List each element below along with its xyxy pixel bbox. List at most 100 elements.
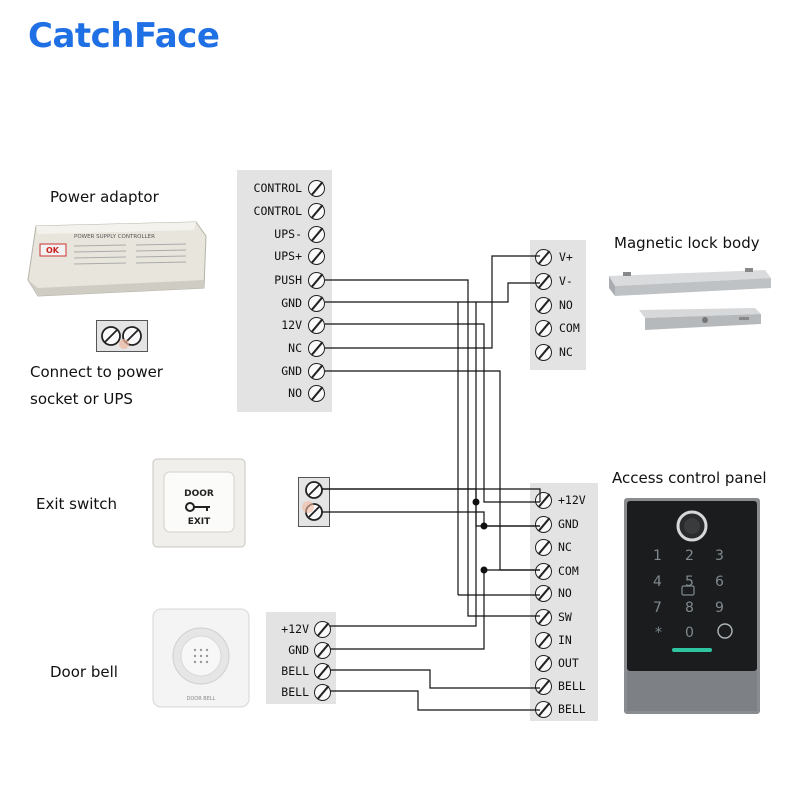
wire-nc-vplus [325, 255, 540, 349]
screw-icon [308, 179, 325, 197]
screw-icon [535, 491, 552, 509]
ac-terminal-no: NO [535, 582, 572, 604]
ml-terminal-label: V- [559, 274, 573, 288]
key-3[interactable]: 3 [715, 548, 724, 564]
screw-icon [535, 584, 552, 602]
ps-terminal-ups-minus: UPS- [243, 223, 325, 245]
screw-icon [308, 225, 325, 243]
ps-terminal-label: 12V [281, 318, 302, 332]
screw-icon [535, 608, 552, 626]
ml-terminal-nc: NC [535, 341, 573, 363]
key-7[interactable]: 7 [653, 600, 662, 616]
screw-icon [314, 662, 331, 680]
key-1[interactable]: 1 [653, 548, 662, 564]
screw-icon [308, 247, 325, 265]
ml-terminal-label: V+ [559, 250, 573, 264]
screw-icon [314, 620, 331, 638]
ml-terminal-com: COM [535, 317, 580, 339]
ac-terminal-in: IN [535, 629, 572, 651]
ps-terminal-push: PUSH [243, 269, 325, 291]
db-terminal-12v: +12V [269, 618, 331, 640]
screw-icon [308, 202, 325, 220]
key-0[interactable]: 0 [685, 625, 694, 641]
ac-terminal-label: NO [558, 586, 572, 600]
magnetic-lock-device [605, 262, 775, 338]
ps-terminal-no: NO [243, 382, 325, 404]
magnetic-lock-terminal-block: V+ V- NO COM NC [530, 240, 586, 370]
screw-icon [308, 271, 325, 289]
ac-terminal-label: BELL [558, 702, 586, 716]
screw-icon [308, 294, 325, 312]
db-terminal-label: +12V [281, 622, 309, 636]
wire-push-sw [325, 279, 540, 617]
door-bell-label: Door bell [50, 663, 118, 681]
door-bell-device: DOOR BELL [152, 608, 250, 708]
db-terminal-bell-2: BELL [269, 681, 331, 703]
ml-terminal-vplus: V+ [535, 246, 573, 268]
screw-icon [535, 631, 552, 649]
ac-terminal-sw: SW [535, 606, 572, 628]
key-8[interactable]: 8 [685, 600, 694, 616]
exit-switch-label: Exit switch [36, 495, 118, 513]
screw-icon [308, 316, 325, 334]
key-5[interactable]: 5 [685, 574, 694, 590]
wire-exit-a2 [322, 488, 541, 502]
ps-terminal-12v: 12V [243, 314, 325, 336]
screw-icon [535, 515, 552, 533]
ac-terminal-gnd: GND [535, 513, 579, 535]
exit-switch-connector [298, 477, 330, 527]
ac-terminal-12v: +12V [535, 489, 586, 511]
bell-brand: DOOR BELL [187, 696, 216, 702]
screw-icon [535, 296, 552, 314]
screw-icon [535, 538, 552, 556]
door-bell-terminal-block: +12V GND BELL BELL [266, 612, 336, 704]
connect-power-label-line1: Connect to power [30, 363, 163, 381]
power-adaptor-label: Power adaptor [50, 188, 159, 206]
screw-icon [308, 362, 325, 380]
door-text: DOOR [184, 489, 214, 499]
ml-terminal-label: NC [559, 345, 573, 359]
key-2[interactable]: 2 [685, 548, 694, 564]
access-panel-terminal-block: +12V GND NC COM NO SW IN OUT BELL BELL [530, 483, 598, 721]
db-terminal-bell-1: BELL [269, 660, 331, 682]
screw-icon [308, 384, 325, 402]
ps-terminal-ups-plus: UPS+ [243, 245, 325, 267]
junction-dot [472, 498, 480, 506]
screw-icon [535, 248, 552, 266]
ps-terminal-label: PUSH [274, 273, 302, 287]
junction-dot [480, 522, 488, 530]
ps-terminal-label: CONTROL [253, 204, 302, 218]
screw-icon [535, 272, 552, 290]
ml-terminal-label: NO [559, 298, 573, 312]
brand-logo: CatchFace [28, 16, 220, 56]
connect-power-label-line2: socket or UPS [30, 390, 133, 408]
exit-text: EXIT [188, 517, 211, 527]
ps-terminal-label: UPS+ [274, 249, 302, 263]
ps-terminal-label: CONTROL [253, 181, 302, 195]
access-control-device [624, 498, 760, 714]
ml-terminal-no: NO [535, 294, 573, 316]
power-box-title: POWER SUPPLY CONTROLLER [74, 234, 155, 240]
ac-terminal-label: COM [558, 564, 579, 578]
key-star[interactable]: * [655, 625, 662, 641]
db-terminal-gnd: GND [269, 639, 331, 661]
power-supply-terminal-block: CONTROL CONTROL UPS- UPS+ PUSH GND 12V N… [237, 170, 332, 412]
ps-terminal-label: GND [281, 364, 302, 378]
ac-terminal-label: GND [558, 517, 579, 531]
power-connector-block [96, 320, 148, 352]
key-9[interactable]: 9 [715, 600, 724, 616]
ps-terminal-label: NC [288, 341, 302, 355]
screw-icon [535, 343, 552, 361]
wire-vminus-feed [476, 282, 540, 303]
key-4[interactable]: 4 [653, 574, 662, 590]
exit-switch-device: DOOR EXIT [152, 458, 246, 548]
ac-terminal-label: OUT [558, 656, 579, 670]
ac-terminal-label: BELL [558, 679, 586, 693]
wire-bell-12v [330, 502, 477, 627]
key-6[interactable]: 6 [715, 574, 724, 590]
ac-terminal-bell-2: BELL [535, 698, 586, 720]
db-terminal-label: BELL [281, 664, 309, 678]
ml-terminal-vminus: V- [535, 270, 573, 292]
wire-exit-a [322, 488, 477, 502]
screw-icon [314, 641, 331, 659]
